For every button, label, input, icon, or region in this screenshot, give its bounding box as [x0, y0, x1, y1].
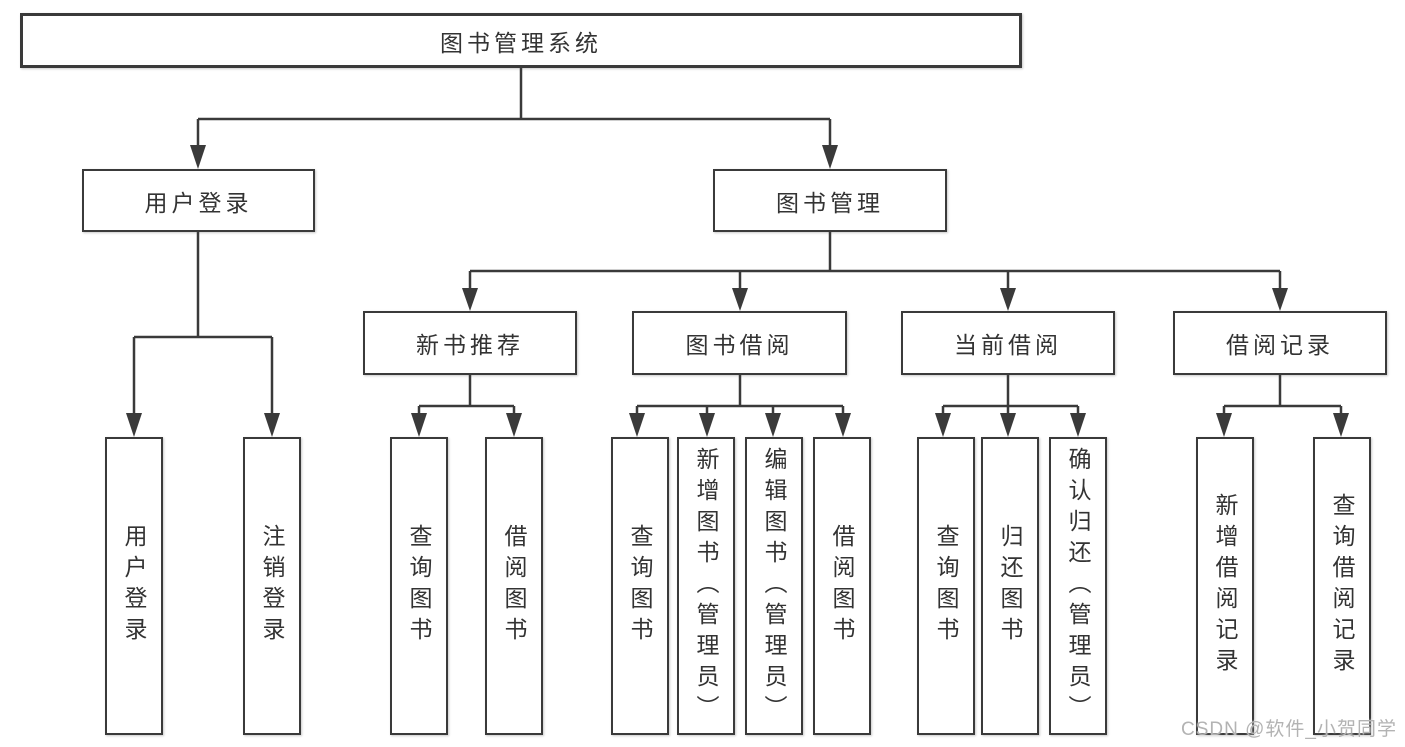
leaf-user-login: 用户登录	[105, 437, 163, 735]
arrow-icon	[411, 413, 427, 437]
csdn-watermark: CSDN @软件_小贺同学	[1181, 719, 1397, 740]
arrow-icon	[462, 288, 478, 311]
connector-current-borrow	[941, 375, 1080, 418]
connector-root	[196, 68, 832, 150]
arrow-icon	[765, 413, 781, 437]
arrow-icon	[1333, 413, 1349, 437]
leaf-query-books-new: 查询图书	[390, 437, 448, 735]
leaf-query-books-current: 查询图书	[917, 437, 975, 735]
arrow-icon	[732, 288, 748, 311]
node-borrow-records: 借阅记录	[1173, 311, 1387, 375]
arrow-icon	[126, 413, 142, 437]
arrow-icon	[1216, 413, 1232, 437]
node-user-login: 用户登录	[82, 169, 315, 232]
leaf-add-book-admin: 新增图书（管理员）	[677, 437, 735, 735]
node-new-books: 新书推荐	[363, 311, 577, 375]
node-book-borrow: 图书借阅	[632, 311, 847, 375]
connector-new-books	[417, 375, 516, 418]
node-current-borrow: 当前借阅	[901, 311, 1115, 375]
leaf-add-borrow-record: 新增借阅记录	[1196, 437, 1254, 735]
node-book-mgmt: 图书管理	[713, 169, 947, 232]
arrow-icon	[1000, 413, 1016, 437]
leaf-borrow-books-new: 借阅图书	[485, 437, 543, 735]
arrow-icon	[699, 413, 715, 437]
arrow-icon	[264, 413, 280, 437]
arrow-icon	[822, 145, 838, 169]
arrow-icon	[629, 413, 645, 437]
arrow-icon	[506, 413, 522, 437]
leaf-borrow-books: 借阅图书	[813, 437, 871, 735]
node-root: 图书管理系统	[20, 13, 1022, 68]
leaf-edit-book-admin: 编辑图书（管理员）	[745, 437, 803, 735]
leaf-query-books-borrow: 查询图书	[611, 437, 669, 735]
connector-book-borrow	[635, 375, 845, 418]
arrow-icon	[190, 145, 206, 169]
leaf-return-book: 归还图书	[981, 437, 1039, 735]
arrow-icon	[835, 413, 851, 437]
connector-borrow-records	[1222, 375, 1343, 418]
arrow-icon	[1000, 288, 1016, 311]
connector-book-mgmt	[468, 232, 1282, 290]
leaf-confirm-return-admin: 确认归还（管理员）	[1049, 437, 1107, 735]
arrow-icon	[935, 413, 951, 437]
arrow-icon	[1272, 288, 1288, 311]
connector-user-login	[132, 232, 274, 416]
arrow-icon	[1070, 413, 1086, 437]
leaf-logout: 注销登录	[243, 437, 301, 735]
leaf-query-borrow-record: 查询借阅记录	[1313, 437, 1371, 735]
